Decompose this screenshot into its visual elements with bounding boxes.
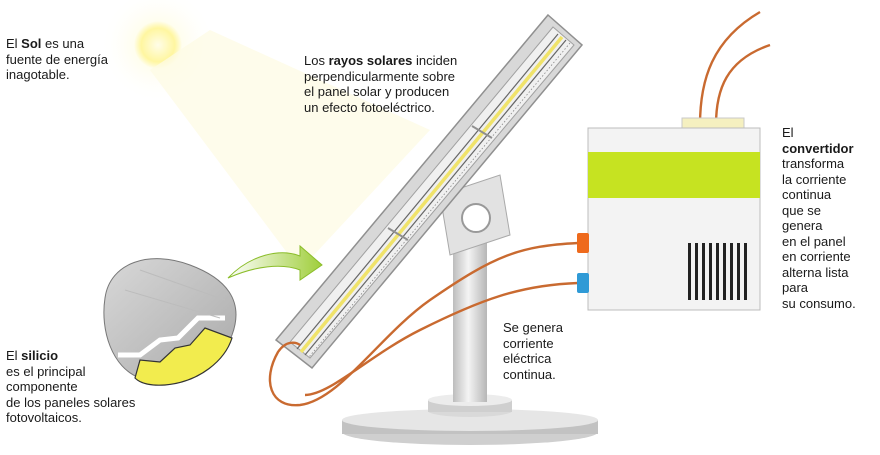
converter-label: El convertidor transforma la corriente c… xyxy=(782,125,856,311)
orange-plug xyxy=(577,233,589,253)
converter xyxy=(577,117,761,311)
sun-ray-beam xyxy=(150,30,430,270)
blue-plug xyxy=(577,273,589,293)
electric-cables xyxy=(268,10,771,407)
silicon-label: El silicio es el principal componente de… xyxy=(6,348,136,425)
heat-sink-fins xyxy=(688,243,747,300)
solar-rays-label: Los rayos solares inciden perpendicularm… xyxy=(304,53,458,115)
solar-panel xyxy=(274,13,584,370)
silicon-wafer xyxy=(103,258,237,386)
sun-label: El Sol es una fuente de energía inagotab… xyxy=(6,36,108,82)
current-label: Se genera corriente eléctrica continua. xyxy=(503,320,563,382)
arrow-to-panel xyxy=(227,244,323,281)
